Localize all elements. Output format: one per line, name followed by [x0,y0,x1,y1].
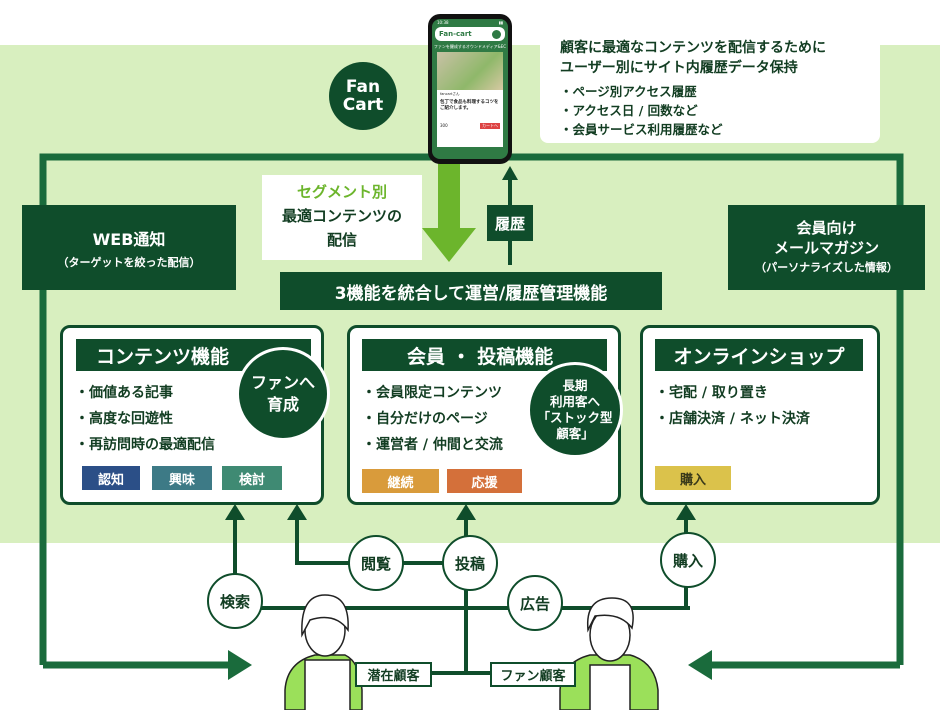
callout-title: 顧客に最適なコンテンツを配信するために [560,40,826,56]
phone-mockup: 10:38▮▮ Fan-cart ファンを醸成するオウンドメディア&EC fan… [428,14,512,164]
phone-logo: Fan-cart [439,30,472,38]
phone-time: 10:38 [437,20,449,25]
delivery-arrow-icon [422,228,476,262]
mail-title: 会員向け [796,218,857,237]
feature-item: ・店舗決済 / ネット決済 [655,411,810,427]
search-action: 検索 [207,573,263,629]
box-title: 会員 ・ 投稿機能 [362,339,607,371]
badge-text: ファンへ [250,373,315,392]
web-notification-box: WEB通知 （ターゲットを絞った配信） [22,205,236,290]
feature-item: ・宅配 / 取り置き [655,385,768,401]
article-title[interactable]: 包丁で食品も料理するコツをご紹介します。 [440,100,499,111]
segment-text: セグメント別 [296,183,387,201]
likes-count: 300 [440,123,448,128]
logo-text: Fan [345,77,381,97]
feature-item: ・運営者 / 仲間と交流 [362,437,503,453]
arrow-left-icon [688,650,712,680]
badge-text: 利用客へ [549,394,600,409]
tag-support: 応援 [447,469,522,493]
mail-magazine-box: 会員向け メールマガジン （パーソナライズした情報） [728,205,925,290]
tag-continuation: 継続 [362,469,439,493]
badge-text: 「ストック型 [537,410,613,425]
browse-action: 閲覧 [348,535,404,591]
tag-awareness: 認知 [82,466,140,490]
phone-banner: ファンを醸成するオウンドメディア&EC [433,44,507,49]
online-shop-box: オンラインショップ ・宅配 / 取り置き ・店舗決済 / ネット決済 購入 [640,325,880,505]
article-image [437,52,503,90]
box-title: オンラインショップ [655,339,863,371]
tag-purchase: 購入 [655,466,731,490]
cart-button[interactable]: カートへ [480,123,500,129]
segment-text: 最適コンテンツの [281,207,402,225]
fan-customer-illustration [559,597,659,710]
badge-text: 長期 [562,378,588,393]
feature-item: ・再訪問時の最適配信 [75,437,215,453]
integration-title: 3機能を統合して運営/履歴管理機能 [280,272,662,310]
post-action: 投稿 [442,535,498,591]
feature-item: ・価値ある記事 [75,385,173,401]
history-callout: 顧客に最適なコンテンツを配信するために ユーザー別にサイト内履歴データ保持 ・ペ… [540,30,880,143]
web-notice-title: WEB通知 [92,229,166,249]
callout-item: ・アクセス日 / 回数など [560,103,698,118]
fan-customer-label: ファン顧客 [490,662,576,687]
feature-item: ・自分だけのページ [362,411,488,427]
callout-title: ユーザー別にサイト内履歴データ保持 [560,60,798,76]
feature-item: ・会員限定コンテンツ [362,385,502,401]
feature-item: ・高度な回遊性 [75,411,173,427]
ad-action: 広告 [507,575,563,631]
arrow-right-icon [228,650,252,680]
history-label: 履歴 [487,205,533,241]
fan-growth-badge: ファンへ育成 [236,347,330,441]
mail-title: メールマガジン [773,238,879,257]
potential-customer-illustration [284,594,363,710]
purchase-action: 購入 [660,532,716,588]
arrow-up-icon [502,166,518,180]
badge-text: 育成 [266,395,299,414]
menu-icon[interactable] [492,29,501,39]
logo-text: Cart [342,95,384,115]
web-notice-sub: （ターゲットを絞った配信） [57,255,201,269]
callout-item: ・ページ別アクセス履歴 [560,84,697,99]
potential-customer-label: 潜在顧客 [355,662,432,687]
badge-text: 顧客」 [556,426,594,441]
mail-sub: （パーソナライズした情報） [755,260,898,274]
segment-text: 配信 [326,231,357,249]
article-author: fancartさん [440,92,460,96]
stock-customer-badge: 長期利用客へ「ストック型顧客」 [527,362,623,458]
callout-item: ・会員サービス利用履歴など [560,122,723,137]
tag-interest: 興味 [152,466,212,490]
tag-consideration: 検討 [222,466,282,490]
segment-delivery-label: セグメント別 最適コンテンツの 配信 [262,175,422,260]
